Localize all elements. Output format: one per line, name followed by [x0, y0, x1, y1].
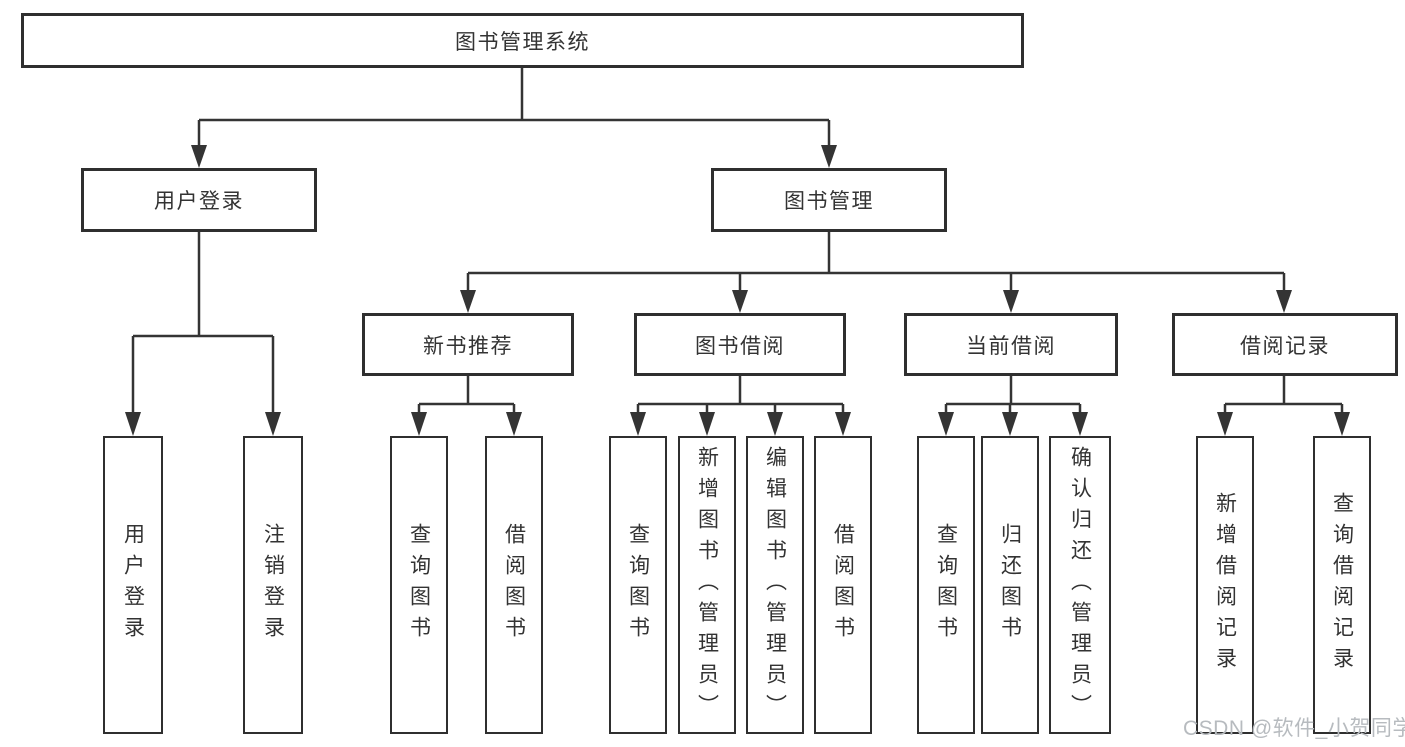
node-book-borrowing: 图书借阅	[634, 313, 846, 376]
leaf-return-books: 归还图书	[981, 436, 1039, 734]
leaf-label: 确认归还（管理员）	[1068, 445, 1092, 725]
node-borrowing-records: 借阅记录	[1172, 313, 1398, 376]
leaf-query-borrow-record: 查询借阅记录	[1313, 436, 1371, 734]
leaf-borrow-books-borrowing: 借阅图书	[814, 436, 872, 734]
leaf-borrow-books-recommend: 借阅图书	[485, 436, 543, 734]
watermark: CSDN @软件_小贺同学	[1183, 717, 1405, 740]
leaf-add-books-admin: 新增图书（管理员）	[678, 436, 736, 734]
leaf-label: 借阅图书	[502, 523, 526, 647]
connector-arrowheads	[125, 145, 1350, 436]
node-user-login: 用户登录	[81, 168, 317, 232]
leaf-label: 编辑图书（管理员）	[763, 445, 787, 725]
leaf-edit-books-admin: 编辑图书（管理员）	[746, 436, 804, 734]
leaf-query-books-recommend: 查询图书	[390, 436, 448, 734]
node-root: 图书管理系统	[21, 13, 1024, 68]
node-current-borrowing: 当前借阅	[904, 313, 1118, 376]
leaf-label: 查询图书	[626, 523, 650, 647]
leaf-label: 查询图书	[407, 523, 431, 647]
leaf-confirm-return-admin: 确认归还（管理员）	[1049, 436, 1111, 734]
leaf-label: 新增图书（管理员）	[695, 445, 719, 725]
leaf-label: 新增借阅记录	[1213, 492, 1237, 678]
leaf-query-books-current: 查询图书	[917, 436, 975, 734]
leaf-new-borrow-record: 新增借阅记录	[1196, 436, 1254, 734]
node-new-book-recommendation: 新书推荐	[362, 313, 574, 376]
leaf-logout-login: 注销登录	[243, 436, 303, 734]
leaf-user-login: 用户登录	[103, 436, 163, 734]
leaf-label: 借阅图书	[831, 523, 855, 647]
leaf-label: 用户登录	[121, 523, 145, 647]
leaf-label: 归还图书	[998, 523, 1022, 647]
leaf-query-books-borrowing: 查询图书	[609, 436, 667, 734]
connector-lines	[131, 68, 1344, 415]
leaf-label: 查询图书	[934, 523, 958, 647]
leaf-label: 查询借阅记录	[1330, 492, 1354, 678]
node-book-management: 图书管理	[711, 168, 947, 232]
leaf-label: 注销登录	[261, 523, 285, 647]
